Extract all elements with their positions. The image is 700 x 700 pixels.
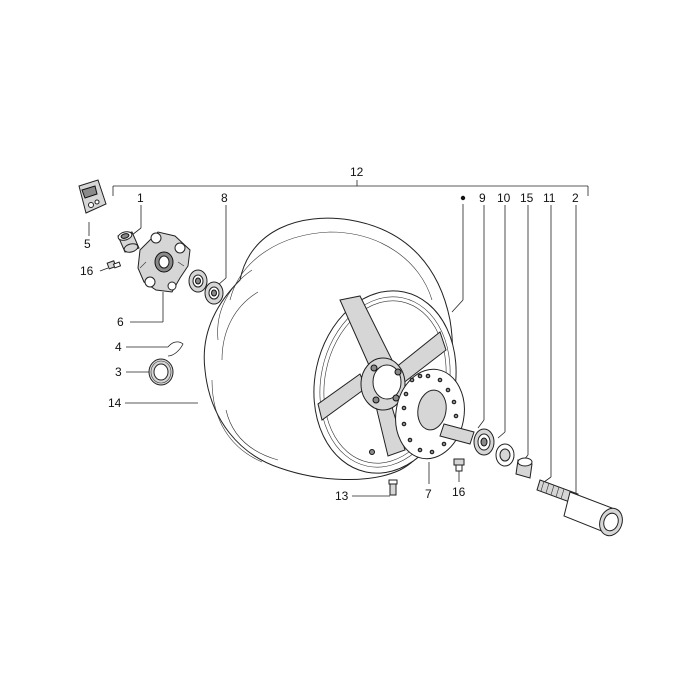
part-14-tyre-and-rim (203, 217, 457, 480)
callout-16-right: 16 (452, 485, 466, 499)
callout-4: 4 (115, 340, 122, 354)
callout-1: 1 (137, 191, 144, 205)
callout-11: 11 (543, 191, 556, 205)
callout-7: 7 (425, 487, 432, 501)
callout-12: 12 (350, 165, 364, 179)
leader-lines (88, 204, 577, 503)
part-16-screw-right (453, 458, 465, 472)
assembly-bracket-12 (112, 180, 589, 196)
part-16-screw-left (106, 260, 122, 270)
callout-8: 8 (221, 191, 228, 205)
reference-dot (460, 195, 466, 201)
part-15-spacer (515, 457, 533, 479)
callout-3: 3 (115, 365, 122, 379)
spacer-tube (439, 423, 475, 445)
part-1-bushing (117, 231, 140, 253)
part-9-bearing (473, 428, 495, 456)
part-8-bearings (188, 269, 224, 305)
part-5-clip (78, 179, 107, 214)
callout-16-left: 16 (80, 264, 94, 278)
callout-6: 6 (117, 315, 124, 329)
part-3-seal-ring (148, 358, 174, 386)
part-13-valve (388, 479, 398, 496)
part-6-hub-flange (137, 231, 191, 293)
callout-2: 2 (572, 191, 579, 205)
callout-labels: 12 1 8 9 10 15 11 2 5 16 6 4 3 14 13 7 1… (80, 165, 579, 503)
callout-9: 9 (479, 191, 486, 205)
callout-15: 15 (520, 191, 534, 205)
callout-10: 10 (497, 191, 511, 205)
callout-14: 14 (108, 396, 122, 410)
part-4-wire-spring (167, 341, 184, 357)
callout-13: 13 (335, 489, 349, 503)
callout-5: 5 (84, 237, 91, 251)
part-10-washer (495, 443, 515, 467)
part-2-axle-bolt (563, 491, 623, 537)
